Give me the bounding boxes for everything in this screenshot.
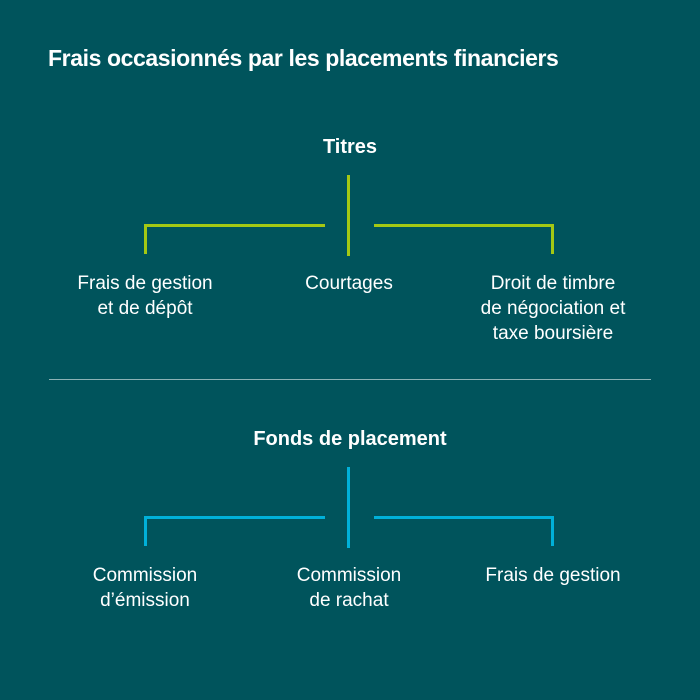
titres-connector-drop-right	[551, 224, 554, 254]
fonds-connector-stem	[347, 467, 350, 548]
branch-label-line: Commission	[92, 565, 198, 586]
branch-label-line: Droit de timbre	[490, 273, 616, 294]
fonds-connector-right	[374, 516, 554, 519]
fonds-connector-drop-left	[144, 516, 147, 546]
titres-tree: Titres Frais de gestion et de dépôt Cour…	[0, 136, 700, 376]
branch-label-line: Frais de gestion	[77, 273, 213, 294]
titres-connector-right	[374, 224, 554, 227]
branch-label-line: Courtages	[305, 273, 393, 294]
titres-connector-left	[144, 224, 325, 227]
titres-connector-drop-left	[144, 224, 147, 254]
branch-label-droit-de-timbre: Droit de timbre de négociation et taxe b…	[433, 271, 673, 346]
branch-label-line: taxe boursière	[492, 323, 614, 344]
branch-label-commission-rachat: Commission de rachat	[229, 563, 469, 613]
fonds-de-placement-tree: Fonds de placement Commission d’émission…	[0, 428, 700, 668]
page-title: Frais occasionnés par les placements fin…	[48, 45, 559, 71]
branch-label-frais-gestion-depot: Frais de gestion et de dépôt	[25, 271, 265, 321]
branch-label-line: d’émission	[100, 590, 190, 611]
branch-label-line: Frais de gestion	[485, 565, 621, 586]
branch-label-commission-emission: Commission d’émission	[25, 563, 265, 613]
fonds-heading: Fonds de placement	[253, 428, 447, 450]
branch-label-line: et de dépôt	[97, 298, 193, 319]
branch-label-line: Commission	[296, 565, 402, 586]
section-divider	[49, 379, 651, 380]
fonds-connector-drop-right	[551, 516, 554, 546]
fonds-connector-left	[144, 516, 325, 519]
branch-label-line: de négociation et	[480, 298, 626, 319]
titres-connector-stem	[347, 175, 350, 256]
branch-label-frais-de-gestion: Frais de gestion	[433, 563, 673, 588]
branch-label-line: de rachat	[309, 590, 389, 611]
branch-label-courtages: Courtages	[229, 271, 469, 296]
titres-heading: Titres	[322, 136, 378, 158]
